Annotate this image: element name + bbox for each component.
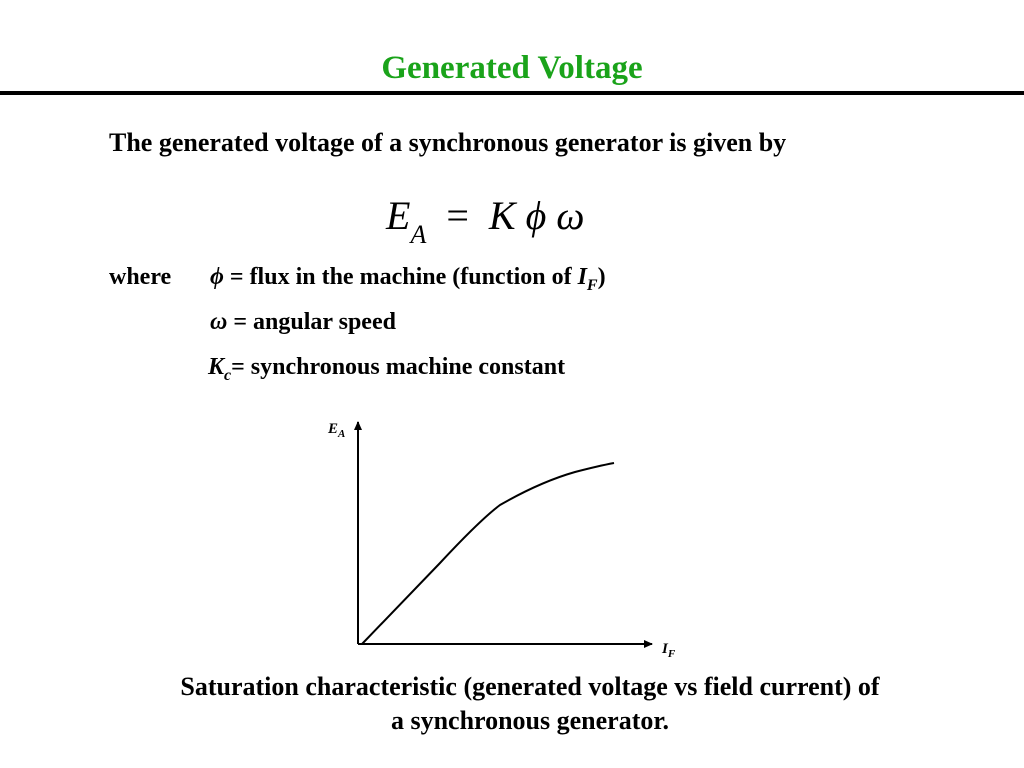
saturation-curve [361, 462, 615, 645]
figure-caption: Saturation characteristic (generated vol… [80, 670, 980, 738]
caption-line-1: Saturation characteristic (generated vol… [180, 672, 880, 701]
caption-line-2: a synchronous generator. [390, 706, 670, 735]
intro-text: The generated voltage of a synchronous g… [109, 128, 787, 157]
k-symbol: K [208, 354, 225, 380]
k-symbol-sub: c [224, 367, 232, 384]
equation-equals: = [446, 193, 469, 238]
k-text: = synchronous machine constant [231, 354, 566, 380]
x-axis-label: IF [661, 641, 676, 660]
equation-lhs: E [386, 193, 411, 238]
definition-constant: Kc= synchronous machine constant [208, 354, 566, 384]
flux-var: I [577, 264, 587, 290]
flux-symbol: ϕ [210, 264, 224, 290]
definition-flux: ϕ = flux in the machine (function of IF) [210, 264, 606, 294]
title-divider [0, 91, 1024, 95]
equation-rhs: K ϕ ω [488, 193, 585, 238]
omega-text: = angular speed [227, 309, 396, 335]
slide-title: Generated Voltage [381, 50, 643, 86]
flux-text: = flux in the machine (function of [223, 264, 578, 290]
omega-symbol: ω [210, 309, 228, 335]
y-axis-label: EA [327, 421, 345, 440]
flux-close: ) [597, 264, 606, 290]
voltage-equation: EA = K ϕ ω [386, 192, 585, 249]
definition-speed: ω = angular speed [210, 309, 396, 336]
equation-lhs-sub: A [410, 220, 427, 249]
flux-var-sub: F [586, 277, 598, 294]
where-label: where [109, 264, 172, 290]
